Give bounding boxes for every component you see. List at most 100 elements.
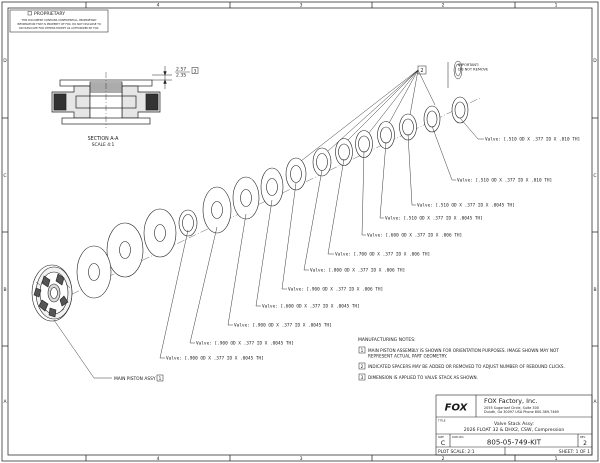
valve-washer <box>202 186 232 234</box>
valve-washer <box>335 138 353 166</box>
valve-stack-exploded <box>59 96 481 301</box>
drawing-title: 2026 FLOAT 32 & DHX2, CSW, Compression <box>464 427 565 433</box>
valve-washer <box>143 208 177 258</box>
section-view-a-a: 2.57 2.35 3 SECTION A-A SCALE 4:1 <box>51 66 199 148</box>
valve-label: Valve: [.700 OD X .377 ID X .006 TH] <box>335 252 430 258</box>
valve-washer <box>451 96 469 124</box>
frame-zone-labels: 4 3 2 1 4 3 2 1 D C B A D C B A <box>3 3 597 463</box>
rev-value: 2 <box>583 440 587 447</box>
sheet-count: SHEET: 1 OF 1 <box>559 449 590 455</box>
row-label-left: D <box>3 58 7 64</box>
section-dim-top: 2.57 <box>176 67 186 73</box>
section-a-a-geometry <box>51 72 161 128</box>
valve-washer <box>232 176 260 220</box>
col-label-bottom: 2 <box>442 456 445 462</box>
title-label: TITLE <box>437 419 446 423</box>
row-label-left: A <box>3 399 7 405</box>
col-label-bottom: 3 <box>300 456 303 462</box>
valve-washer <box>377 121 395 149</box>
valve-callouts <box>159 117 484 359</box>
valve-washer <box>178 209 198 237</box>
main-piston-note-flag <box>156 374 164 382</box>
important-text: IMPORTANT: <box>458 63 479 67</box>
size-value: C <box>441 439 446 447</box>
main-piston-label: MAIN PISTON ASSY <box>114 376 156 382</box>
note-text: MAIN PISTON ASSEMBLY IS SHOWN FOR ORIENT… <box>368 348 559 353</box>
proprietary-line: INFORMATION THAT IS PROPERTY OF FOX. DO … <box>17 22 101 26</box>
drawing-title: Valve Stack Assy: <box>494 421 534 427</box>
main-piston-assembly <box>31 264 73 322</box>
row-label-right: A <box>593 399 597 405</box>
note-text: DIMENSION IS APPLIED TO VALVE STACK AS S… <box>368 375 478 380</box>
valve-label: Valve: [.510 OD X .377 ID X .0045 TH] <box>417 203 515 209</box>
valve-label: Valve: [.800 OD X .377 ID X .006 TH] <box>310 268 405 274</box>
notes-heading: MANUFACTURING NOTES: <box>358 337 416 343</box>
section-dim-bottom: 2.35 <box>176 73 186 79</box>
important-marker: IMPORTANT: DO NOT REMOVE <box>447 60 488 88</box>
main-piston-note-ref: 1 <box>159 376 162 381</box>
valve-label: Valve: [.900 OD X .377 ID X .0045 TH] <box>166 356 264 362</box>
section-title: SECTION A-A <box>88 136 119 142</box>
note-text: REPRESENT ACTUAL PART GEOMETRY. <box>368 354 447 359</box>
col-label-top: 2 <box>442 3 445 9</box>
valve-label: Valve: [.510 OD X .377 ID X .0045 TH] <box>385 216 483 222</box>
valve-washer <box>260 167 284 207</box>
valve-label: Valve: [.600 OD X .377 ID X .0045 TH] <box>262 304 360 310</box>
note-flag <box>358 346 366 354</box>
col-label-top: 3 <box>300 3 303 9</box>
col-label-top: 4 <box>157 3 160 9</box>
valve-washer <box>399 113 417 141</box>
proprietary-checkbox <box>27 11 32 16</box>
valve-label: Valve: [.600 OD X .377 ID X .006 TH] <box>367 233 462 239</box>
col-label-bottom: 1 <box>555 456 558 462</box>
valve-washer <box>285 157 307 191</box>
main-piston-callout: MAIN PISTON ASSY 1 <box>53 319 164 382</box>
note-number: 3 <box>361 375 364 380</box>
note-number: 2 <box>361 364 364 369</box>
important-text: DO NOT REMOVE <box>458 68 488 72</box>
section-dimension <box>152 66 172 89</box>
proprietary-heading: PROPRIETARY <box>34 11 65 17</box>
section-note-ref: 3 <box>194 68 197 73</box>
valve-washer <box>312 147 332 177</box>
row-label-right: B <box>593 287 596 293</box>
rev-label: REV <box>580 435 585 439</box>
valve-washer <box>423 105 441 133</box>
valve-washer <box>106 222 144 278</box>
valve-label: Valve: [.900 OD X .377 ID X .006 TH] <box>288 287 383 293</box>
section-scale: SCALE 4:1 <box>92 142 115 148</box>
row-label-left: B <box>3 287 6 293</box>
col-label-bottom: 4 <box>157 456 160 462</box>
note-number: 1 <box>361 348 364 353</box>
note-flag <box>358 373 366 381</box>
fox-logo: FOX <box>445 403 469 414</box>
manufacturing-notes: MANUFACTURING NOTES: 1 MAIN PISTON ASSEM… <box>358 337 565 381</box>
company-address: Duluth, Ga 30097 USA Phone 800-369-7469 <box>484 410 559 414</box>
valve-label: Valve: [.510 OD X .377 ID X .010 TH] <box>485 137 580 143</box>
valve-washer <box>76 245 112 299</box>
title-block: FOX FOX Factory, Inc. 2055 Sugarloaf Cir… <box>435 394 593 456</box>
proprietary-line: OR DUPLICATE FOR OTHERS EXCEPT AS AUTHOR… <box>19 26 100 30</box>
dwg-no-label: DWG NO. <box>452 435 464 439</box>
section-note-flag <box>191 67 199 74</box>
col-label-top: 1 <box>555 3 558 9</box>
valve-label-list: Valve: [.510 OD X .377 ID X .010 TH] Val… <box>166 137 580 362</box>
drawing-number: 805-05-749-KIT <box>487 439 542 447</box>
valve-label: Valve: [.900 OD X .377 ID X .0045 TH] <box>234 323 332 329</box>
spacer-callout: 2 <box>291 65 436 169</box>
valve-label: Valve: [.510 OD X .377 ID X .010 TH] <box>457 178 552 184</box>
company-address: 2055 Sugarloaf Circle, Suite 300 <box>484 406 539 410</box>
row-label-right: D <box>593 58 597 64</box>
row-label-left: C <box>3 173 6 179</box>
plot-scale: PLOT SCALE: 2:1 <box>438 449 475 455</box>
row-label-right: C <box>593 173 596 179</box>
valve-label: Valve: [.900 OD X .377 ID X .0045 TH] <box>196 341 294 347</box>
proprietary-notice: PROPRIETARY THIS DOCUMENT CONTAINS CONFI… <box>9 9 109 33</box>
spacer-note-ref: 2 <box>420 68 423 74</box>
note-flag <box>358 362 366 370</box>
size-label: SIZE <box>438 435 444 439</box>
company-name: FOX Factory, Inc. <box>484 397 538 405</box>
note-text: INDICATED SPACERS MAY BE ADDED OR REMOVE… <box>368 364 565 369</box>
